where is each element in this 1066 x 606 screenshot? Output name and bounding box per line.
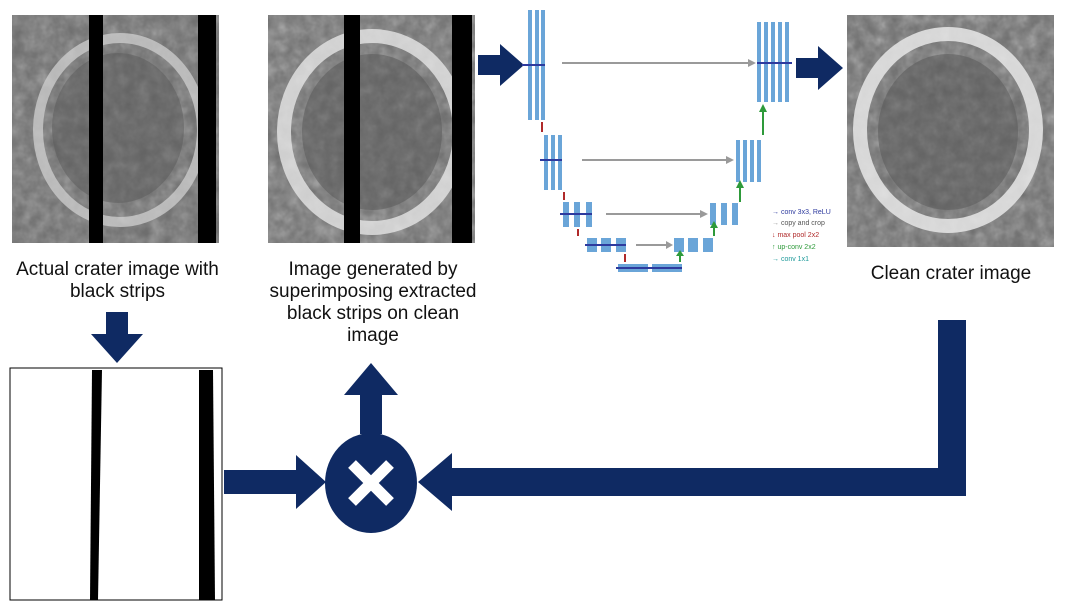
generated-image-label: Image generated by superimposing extract…	[269, 259, 477, 346]
arrow-down-icon	[91, 312, 143, 363]
legend-item-icon: →	[772, 256, 779, 263]
arrow-up-icon	[344, 363, 398, 434]
black-strip	[452, 15, 472, 243]
multiply-icon	[325, 433, 417, 533]
actual-crater-image	[12, 15, 219, 243]
arrow-out-of-unet-icon	[796, 46, 843, 90]
black-strip-mask	[9, 367, 223, 601]
black-strip	[198, 15, 216, 243]
generated-crater-image	[268, 15, 475, 243]
legend-item-icon: ↑	[772, 244, 776, 251]
actual-crater-label: Actual crater image with black strips	[16, 259, 219, 302]
clean-crater-label: Clean crater image	[870, 263, 1032, 284]
unet-diagram	[522, 10, 792, 272]
clean-crater-image	[847, 15, 1054, 247]
legend-item-label: conv 1x1	[780, 256, 809, 263]
legend-item: → copy and crop	[772, 219, 825, 228]
legend-item: ↓ max pool 2x2	[772, 231, 819, 240]
legend-item: → conv 3x3, ReLU	[772, 208, 831, 217]
arrow-right-icon	[224, 455, 326, 509]
legend-item-label: up-conv 2x2	[777, 244, 816, 251]
legend-item-label: conv 3x3, ReLU	[780, 209, 831, 216]
black-strip	[344, 15, 360, 243]
legend-item: → conv 1x1	[772, 255, 809, 264]
return-arrow-icon	[418, 320, 966, 511]
arrow-into-unet-icon	[478, 44, 524, 86]
legend-item-icon: ↓	[772, 232, 776, 239]
legend-item-icon: →	[772, 220, 779, 227]
legend-item-label: copy and crop	[780, 220, 825, 227]
legend-item-icon: →	[772, 209, 779, 216]
legend-item: ↑ up-conv 2x2	[772, 243, 816, 252]
legend-item-label: max pool 2x2	[777, 232, 820, 239]
black-strip	[89, 15, 103, 243]
